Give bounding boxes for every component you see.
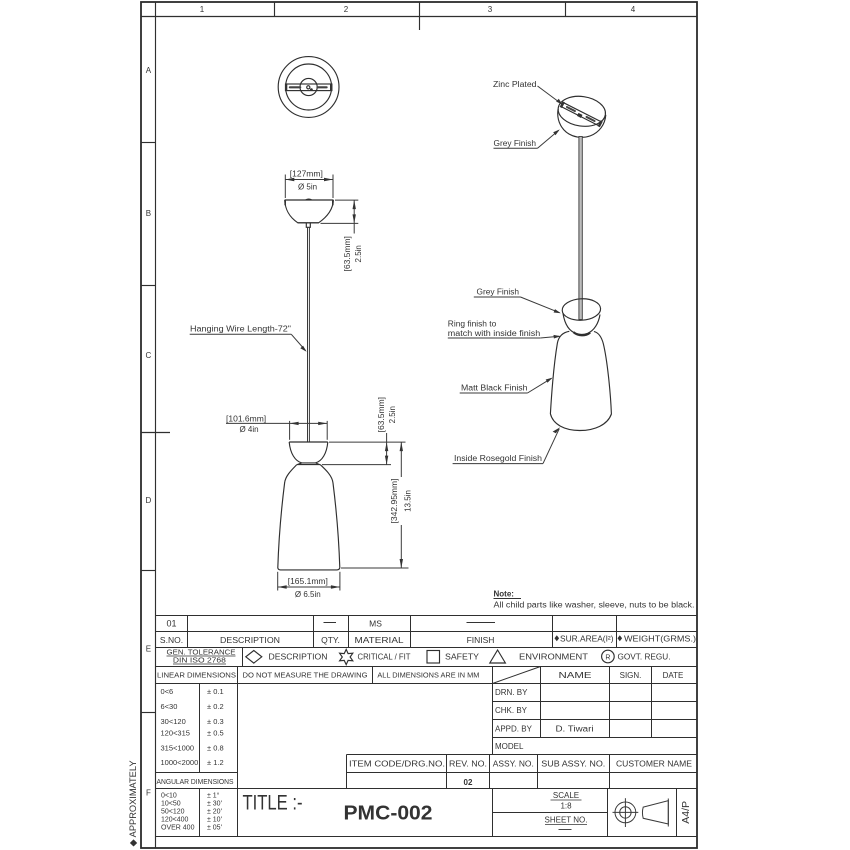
svg-text:Grey Finish: Grey Finish xyxy=(494,139,537,148)
svg-text:± 0.2: ± 0.2 xyxy=(207,702,224,711)
svg-text:Inside Rosegold Finish: Inside Rosegold Finish xyxy=(454,454,542,463)
svg-text:Note:: Note: xyxy=(494,590,514,599)
svg-text:SCALE: SCALE xyxy=(553,791,579,800)
svg-text:1000<2000: 1000<2000 xyxy=(161,758,199,767)
svg-text:◆ APPROXIMATELY: ◆ APPROXIMATELY xyxy=(128,760,139,847)
svg-text:DESCRIPTION: DESCRIPTION xyxy=(269,653,328,662)
svg-text:MODEL: MODEL xyxy=(495,742,524,751)
svg-text:2: 2 xyxy=(344,5,349,14)
svg-text:CHK. BY: CHK. BY xyxy=(495,706,528,715)
svg-text:± 20': ± 20' xyxy=(207,809,222,816)
svg-text:3: 3 xyxy=(488,5,493,14)
svg-text:OVER 400: OVER 400 xyxy=(161,825,195,832)
svg-text:ALL DIMENSIONS ARE IN MM: ALL DIMENSIONS ARE IN MM xyxy=(377,671,479,680)
svg-text:[127mm]: [127mm] xyxy=(290,169,323,179)
svg-text:C: C xyxy=(146,351,152,360)
svg-text:1: 1 xyxy=(200,5,205,14)
svg-text:± 0.1: ± 0.1 xyxy=(207,687,224,696)
svg-text:0<6: 0<6 xyxy=(161,687,174,696)
svg-text:Matt Black Finish: Matt Black Finish xyxy=(461,384,528,393)
svg-text:E: E xyxy=(146,645,151,654)
svg-text:MATERIAL: MATERIAL xyxy=(355,635,404,645)
svg-text:GOVT. REGU.: GOVT. REGU. xyxy=(618,653,671,662)
svg-text:120<315: 120<315 xyxy=(161,729,190,738)
svg-text:D: D xyxy=(146,496,152,505)
svg-text:Ø 4in: Ø 4in xyxy=(239,425,258,434)
svg-text:FINISH: FINISH xyxy=(467,635,495,645)
svg-text:[63.5mm]: [63.5mm] xyxy=(342,236,352,271)
svg-text:6<30: 6<30 xyxy=(161,702,178,711)
svg-text:GEN. TOLERANCE: GEN. TOLERANCE xyxy=(167,650,236,657)
svg-text:10<50: 10<50 xyxy=(161,801,181,808)
svg-text:± 1°: ± 1° xyxy=(207,792,220,800)
svg-text:SHEET NO.: SHEET NO. xyxy=(545,816,588,825)
svg-text:DRN. BY: DRN. BY xyxy=(495,688,528,697)
svg-text:DIN ISO 2768: DIN ISO 2768 xyxy=(173,658,226,665)
svg-text:CUSTOMER NAME: CUSTOMER NAME xyxy=(616,760,692,769)
svg-text:A4/P: A4/P xyxy=(680,801,692,824)
svg-text:QTY.: QTY. xyxy=(321,635,340,645)
svg-text:B: B xyxy=(146,209,151,218)
svg-text:Ø 5in: Ø 5in xyxy=(298,183,317,192)
svg-text:F: F xyxy=(146,789,151,798)
svg-text:All child parts like washer, s: All child parts like washer, sleeve, nut… xyxy=(494,601,695,610)
svg-text:DESCRIPTION: DESCRIPTION xyxy=(220,635,280,645)
svg-text:WEIGHT(GRMS.): WEIGHT(GRMS.) xyxy=(624,635,696,644)
svg-text:match with inside finish: match with inside finish xyxy=(448,329,541,338)
svg-text:± 05': ± 05' xyxy=(207,825,222,832)
svg-text:01: 01 xyxy=(166,619,176,629)
svg-text:50<120: 50<120 xyxy=(161,809,185,816)
svg-text:DATE: DATE xyxy=(663,671,684,680)
svg-text:± 10': ± 10' xyxy=(207,817,222,824)
svg-text:LINEAR DIMENSIONS: LINEAR DIMENSIONS xyxy=(157,671,236,680)
svg-text:D. Tiwari: D. Tiwari xyxy=(556,725,594,734)
svg-text:[342.95mm]: [342.95mm] xyxy=(389,479,399,524)
svg-text:ITEM CODE/DRG.NO.: ITEM CODE/DRG.NO. xyxy=(349,760,445,769)
svg-text:Grey Finish: Grey Finish xyxy=(477,288,520,297)
svg-text:± 1.2: ± 1.2 xyxy=(207,758,224,767)
svg-text:TITLE :-: TITLE :- xyxy=(243,792,303,815)
svg-text:120<400: 120<400 xyxy=(161,817,189,824)
svg-text:± 0.3: ± 0.3 xyxy=(207,717,224,726)
svg-text:315<1000: 315<1000 xyxy=(161,744,195,753)
svg-text:02: 02 xyxy=(464,778,473,787)
svg-text:2.5in: 2.5in xyxy=(354,245,363,262)
svg-text:SAFETY: SAFETY xyxy=(445,653,480,662)
svg-text:SUR.AREA(I²): SUR.AREA(I²) xyxy=(560,635,614,644)
svg-text:30<120: 30<120 xyxy=(161,717,186,726)
svg-text:SIGN.: SIGN. xyxy=(620,671,642,680)
svg-text:[63.5mm]: [63.5mm] xyxy=(376,397,386,432)
svg-text:Ring finish to: Ring finish to xyxy=(448,320,497,329)
svg-text:S.NO.: S.NO. xyxy=(160,635,183,645)
svg-text:PMC-002: PMC-002 xyxy=(344,803,433,825)
svg-text:Hanging Wire Length-72": Hanging Wire Length-72" xyxy=(190,325,291,334)
svg-text:2.5in: 2.5in xyxy=(388,406,397,423)
svg-text:0<10: 0<10 xyxy=(161,793,177,800)
svg-text:± 30': ± 30' xyxy=(207,801,222,808)
svg-text:NAME: NAME xyxy=(559,671,592,680)
svg-text:DO NOT MEASURE THE DRAWING: DO NOT MEASURE THE DRAWING xyxy=(243,671,368,680)
svg-text:1:8: 1:8 xyxy=(560,802,572,811)
svg-text:Zinc Plated: Zinc Plated xyxy=(493,80,537,89)
svg-text:CRITICAL / FIT: CRITICAL / FIT xyxy=(358,653,411,662)
svg-text:MS: MS xyxy=(369,619,382,629)
svg-text:R: R xyxy=(605,655,610,662)
svg-text:Ø 6.5in: Ø 6.5in xyxy=(295,590,321,599)
svg-text:ENVIRONMENT: ENVIRONMENT xyxy=(519,653,588,662)
svg-text:13.5in: 13.5in xyxy=(404,490,413,512)
svg-text:± 0.8: ± 0.8 xyxy=(207,744,224,753)
svg-text:REV. NO.: REV. NO. xyxy=(449,760,487,769)
svg-text:APPD. BY: APPD. BY xyxy=(495,725,533,734)
svg-text:[101.6mm]: [101.6mm] xyxy=(226,413,266,423)
svg-text:SUB ASSY. NO.: SUB ASSY. NO. xyxy=(541,760,605,769)
svg-text:ANGULAR DIMENSIONS: ANGULAR DIMENSIONS xyxy=(157,779,234,786)
svg-text:[165.1mm]: [165.1mm] xyxy=(288,576,328,586)
svg-text:ASSY. NO.: ASSY. NO. xyxy=(493,760,534,769)
svg-text:± 0.5: ± 0.5 xyxy=(207,729,224,738)
svg-text:4: 4 xyxy=(631,5,636,14)
svg-text:A: A xyxy=(146,66,152,75)
